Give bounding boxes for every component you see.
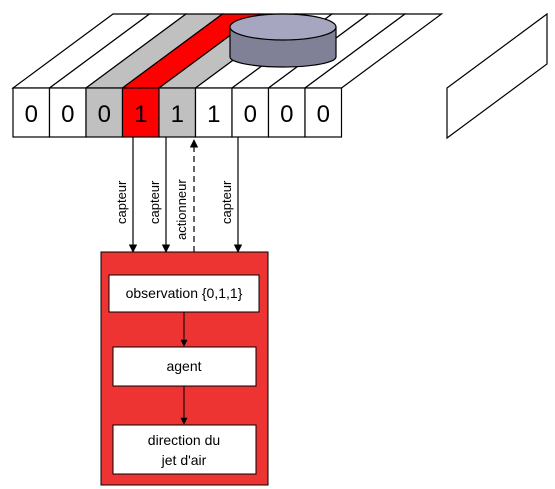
cell-value: 1 xyxy=(171,101,184,128)
observation-box xyxy=(108,274,260,313)
cell-value: 0 xyxy=(280,101,293,128)
direction-box xyxy=(112,424,257,475)
track-cell xyxy=(48,87,87,138)
direction-label-line1: direction du xyxy=(148,432,220,448)
cell-value: 0 xyxy=(61,101,74,128)
track-side-face xyxy=(446,12,548,140)
sensor-label-middle: capteur xyxy=(147,180,162,224)
puck-cylinder xyxy=(229,13,337,68)
cell-value: 0 xyxy=(244,101,257,128)
track-cell xyxy=(304,87,343,138)
track-top-faces xyxy=(11,13,444,89)
sensor-label-right: capteur xyxy=(219,180,234,224)
track-front-faces xyxy=(12,87,343,138)
track-cell xyxy=(267,87,306,138)
cell-value: 1 xyxy=(134,101,147,128)
sensor-label-left: capteur xyxy=(114,180,129,224)
cell-value: 1 xyxy=(207,101,220,128)
observation-label: observation {0,1,1} xyxy=(126,285,243,301)
cell-value: 0 xyxy=(25,101,38,128)
direction-label-line2: jet d'air xyxy=(161,452,207,468)
agent-label: agent xyxy=(166,358,201,374)
signal-arrows xyxy=(128,137,243,253)
cell-value: 0 xyxy=(98,101,111,128)
agent-box xyxy=(112,346,257,387)
track-cell xyxy=(194,87,233,138)
puck-top xyxy=(229,13,337,41)
actuator-label: actionneur xyxy=(174,179,189,240)
track-cell xyxy=(121,87,160,138)
cell-value: 0 xyxy=(317,101,330,128)
